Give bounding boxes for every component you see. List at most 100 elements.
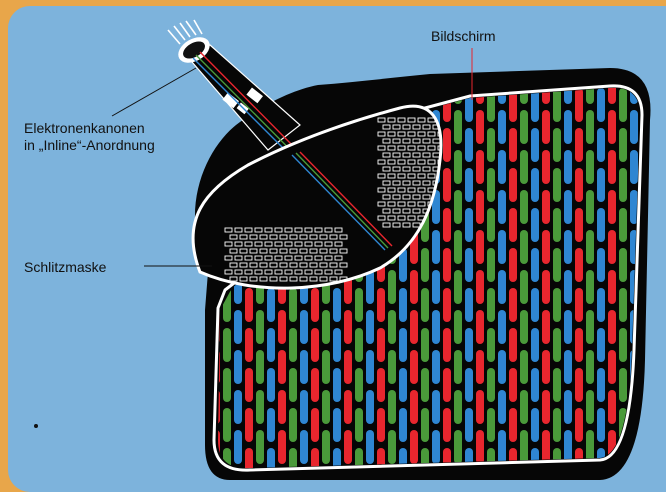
phosphor-stripe bbox=[465, 168, 473, 202]
phosphor-stripe bbox=[597, 208, 605, 242]
phosphor-stripe bbox=[366, 430, 374, 464]
phosphor-stripe bbox=[542, 190, 550, 224]
phosphor-stripe bbox=[399, 368, 407, 402]
label-elektronenkanonen-line1: Elektronenkanonen bbox=[24, 120, 155, 137]
phosphor-stripe bbox=[531, 288, 539, 322]
phosphor-stripe bbox=[564, 230, 572, 264]
phosphor-stripe bbox=[575, 328, 583, 362]
phosphor-stripe bbox=[520, 230, 528, 264]
phosphor-stripe bbox=[553, 288, 561, 322]
phosphor-stripe bbox=[234, 310, 242, 344]
phosphor-stripe bbox=[421, 328, 429, 362]
phosphor-stripe bbox=[498, 230, 506, 264]
phosphor-stripe bbox=[586, 350, 594, 384]
phosphor-stripe bbox=[278, 310, 286, 344]
phosphor-stripe bbox=[564, 350, 572, 384]
phosphor-stripe bbox=[300, 390, 308, 424]
phosphor-stripe bbox=[608, 270, 616, 304]
phosphor-stripe bbox=[333, 408, 341, 442]
phosphor-stripe bbox=[476, 430, 484, 464]
phosphor-stripe bbox=[377, 368, 385, 402]
phosphor-stripe bbox=[608, 230, 616, 264]
phosphor-stripe bbox=[586, 190, 594, 224]
phosphor-stripe bbox=[608, 110, 616, 144]
phosphor-stripe bbox=[432, 390, 440, 424]
phosphor-stripe bbox=[597, 408, 605, 442]
phosphor-stripe bbox=[553, 168, 561, 202]
phosphor-stripe bbox=[586, 110, 594, 144]
phosphor-stripe bbox=[410, 310, 418, 344]
phosphor-stripe bbox=[487, 368, 495, 402]
phosphor-stripe bbox=[597, 368, 605, 402]
phosphor-stripe bbox=[476, 350, 484, 384]
phosphor-stripe bbox=[223, 408, 231, 442]
phosphor-stripe bbox=[333, 368, 341, 402]
phosphor-stripe bbox=[531, 248, 539, 282]
phosphor-stripe bbox=[256, 310, 264, 344]
phosphor-stripe bbox=[410, 430, 418, 464]
phosphor-stripe bbox=[465, 208, 473, 242]
phosphor-stripe bbox=[355, 328, 363, 362]
phosphor-stripe bbox=[333, 328, 341, 362]
phosphor-stripe bbox=[410, 350, 418, 384]
phosphor-stripe bbox=[432, 270, 440, 304]
phosphor-stripe bbox=[465, 248, 473, 282]
phosphor-stripe bbox=[509, 208, 517, 242]
phosphor-stripe bbox=[311, 408, 319, 442]
phosphor-stripe bbox=[410, 270, 418, 304]
phosphor-stripe bbox=[311, 328, 319, 362]
phosphor-stripe bbox=[476, 270, 484, 304]
phosphor-stripe bbox=[311, 368, 319, 402]
phosphor-stripe bbox=[619, 328, 627, 362]
speck bbox=[34, 424, 38, 428]
phosphor-stripe bbox=[619, 248, 627, 282]
phosphor-stripe bbox=[311, 288, 319, 322]
phosphor-stripe bbox=[421, 368, 429, 402]
phosphor-stripe bbox=[564, 390, 572, 424]
phosphor-stripe bbox=[388, 350, 396, 384]
phosphor-stripe bbox=[366, 350, 374, 384]
phosphor-stripe bbox=[333, 288, 341, 322]
phosphor-stripe bbox=[619, 288, 627, 322]
phosphor-stripe bbox=[575, 408, 583, 442]
phosphor-stripe bbox=[542, 430, 550, 464]
phosphor-stripe bbox=[487, 168, 495, 202]
phosphor-stripe bbox=[454, 230, 462, 264]
phosphor-stripe bbox=[575, 168, 583, 202]
phosphor-stripe bbox=[432, 310, 440, 344]
phosphor-stripe bbox=[608, 350, 616, 384]
phosphor-stripe bbox=[443, 408, 451, 442]
phosphor-stripe bbox=[454, 390, 462, 424]
phosphor-stripe bbox=[542, 150, 550, 184]
phosphor-stripe bbox=[465, 328, 473, 362]
phosphor-stripe bbox=[476, 110, 484, 144]
phosphor-stripe bbox=[344, 350, 352, 384]
phosphor-stripe bbox=[597, 248, 605, 282]
phosphor-stripe bbox=[498, 430, 506, 464]
phosphor-stripe bbox=[553, 328, 561, 362]
phosphor-stripe bbox=[542, 230, 550, 264]
phosphor-stripe bbox=[443, 168, 451, 202]
phosphor-stripe bbox=[432, 430, 440, 464]
phosphor-stripe bbox=[597, 128, 605, 162]
phosphor-stripe bbox=[520, 430, 528, 464]
phosphor-stripe bbox=[432, 350, 440, 384]
phosphor-stripe bbox=[509, 248, 517, 282]
phosphor-stripe bbox=[575, 248, 583, 282]
phosphor-stripe bbox=[410, 390, 418, 424]
phosphor-stripe bbox=[476, 230, 484, 264]
phosphor-stripe bbox=[399, 288, 407, 322]
phosphor-stripe bbox=[520, 110, 528, 144]
phosphor-stripe bbox=[245, 288, 253, 322]
phosphor-stripe bbox=[575, 368, 583, 402]
phosphor-stripe bbox=[586, 310, 594, 344]
phosphor-stripe bbox=[234, 390, 242, 424]
phosphor-stripe bbox=[256, 430, 264, 464]
phosphor-stripe bbox=[531, 328, 539, 362]
phosphor-stripe bbox=[443, 328, 451, 362]
phosphor-stripe bbox=[443, 248, 451, 282]
phosphor-stripe bbox=[443, 128, 451, 162]
label-elektronenkanonen: Elektronenkanonen in „Inline“-Anordnung bbox=[24, 120, 155, 154]
phosphor-stripe bbox=[630, 110, 638, 144]
